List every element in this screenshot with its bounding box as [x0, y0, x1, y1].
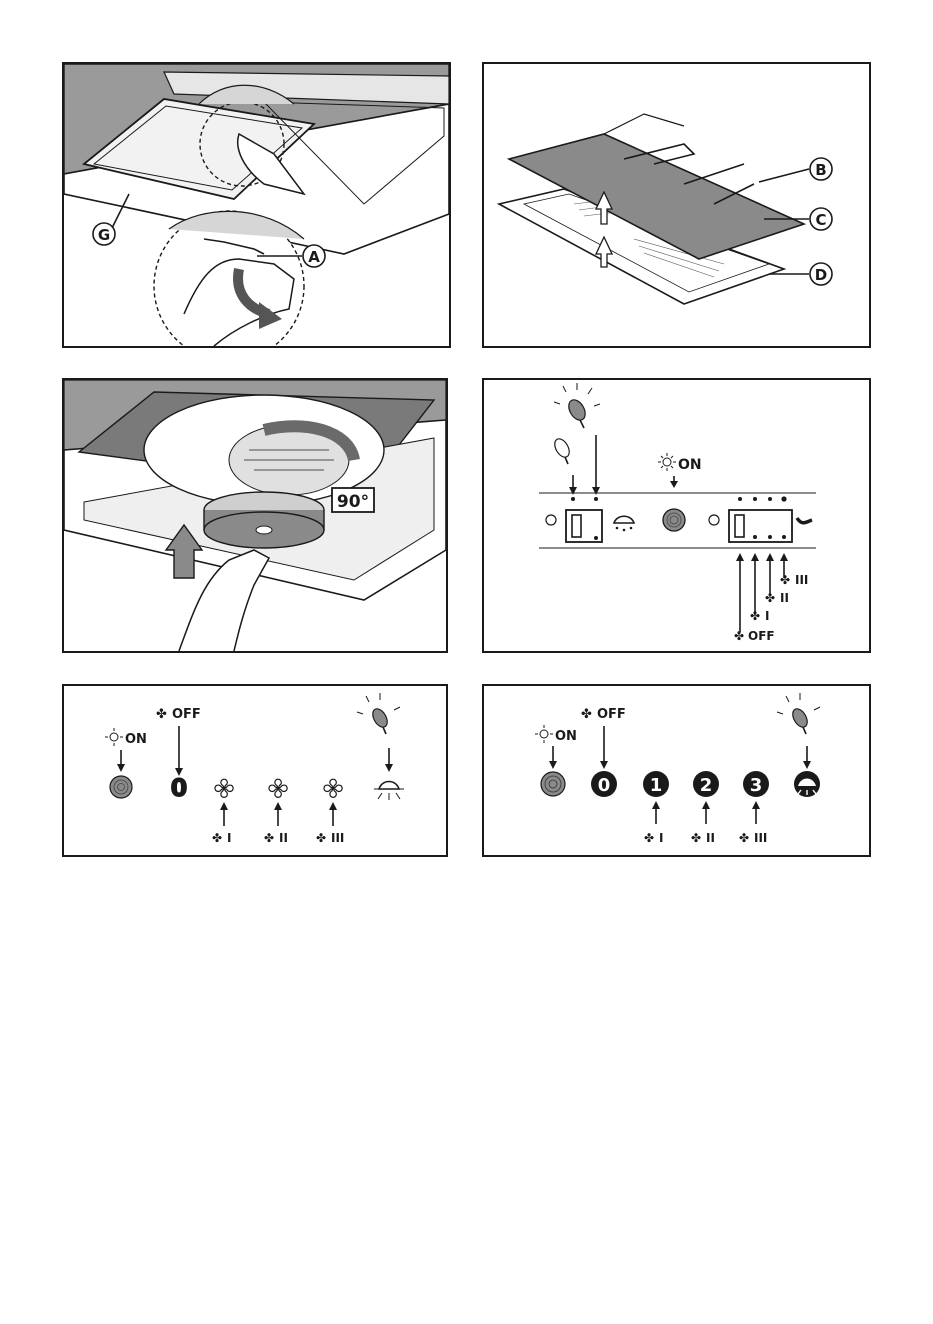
small-fan-icon: ✤ [739, 831, 749, 845]
bulb-off-icon [552, 436, 572, 464]
svg-text:G: G [98, 226, 110, 244]
fan-icon: ✤ [268, 775, 288, 803]
fan-speed-label-3: ✤ III [316, 831, 344, 845]
fan-speed-label-1: ✤ I [212, 831, 231, 845]
filter-removal-illustration: G A [64, 64, 449, 346]
svg-text:II: II [279, 831, 288, 845]
panel-slider-controls: ON [482, 378, 871, 653]
svg-text:0: 0 [598, 775, 611, 796]
small-fan-icon: ✤ [316, 831, 326, 845]
svg-text:III: III [331, 831, 344, 845]
fan-icon: ✤ [323, 775, 343, 803]
fan-speed-label-2: ✤ II [691, 831, 715, 845]
panel-carbon-filter-rotation: 90° [62, 378, 448, 653]
svg-text:OFF: OFF [172, 707, 201, 722]
small-fan-icon: ✤ [644, 831, 654, 845]
svg-text:D: D [815, 266, 827, 284]
carbon-filter-illustration: 90° [64, 380, 446, 651]
light-button[interactable] [663, 509, 685, 531]
fan-speed-1-button[interactable]: 1 [643, 771, 669, 797]
angle-badge: 90° [332, 488, 374, 512]
fan-speed-2-button[interactable]: 2 [693, 771, 719, 797]
panel-touch-controls-a: ✤ OFF ON [62, 684, 448, 857]
fan-speed-label-2: ✤ II [765, 591, 789, 605]
hood-light-button[interactable] [374, 782, 404, 801]
fan-speed-1-button[interactable]: ✤ [214, 775, 234, 803]
callout-g: G [93, 223, 115, 245]
fan-icon [797, 518, 812, 523]
small-fan-icon: ✤ [212, 831, 222, 845]
fan-speed-2-button[interactable]: ✤ [268, 775, 288, 803]
callout-d: D [810, 263, 832, 285]
fan-off-label: ✤ OFF [734, 629, 775, 643]
fan-off-button[interactable]: 0 [591, 771, 617, 797]
fan-icon: ✤ [214, 775, 234, 803]
panel-grease-filter-removal: G A [62, 62, 451, 348]
small-fan-icon: ✤ [264, 831, 274, 845]
fan-speed-label-2: ✤ II [264, 831, 288, 845]
small-fan-icon: ✤ [691, 831, 701, 845]
light-on-label-group: ON [535, 725, 577, 744]
hood-light-icon [614, 516, 634, 531]
panel-filter-layers: B C D [482, 62, 871, 348]
svg-text:C: C [815, 211, 826, 229]
bulb-icon [357, 693, 400, 734]
svg-text:ON: ON [125, 732, 147, 747]
touch-controls-a-illustration: ✤ OFF ON [64, 686, 446, 855]
fan-off-label: ✤ OFF [581, 707, 626, 722]
svg-text:90°: 90° [337, 492, 369, 512]
fan-off-label: ✤ OFF [156, 707, 201, 722]
slider-controls-illustration: ON [484, 380, 869, 651]
bulb-icon [554, 383, 600, 428]
svg-text:0: 0 [171, 774, 188, 802]
bulb-icon [777, 693, 820, 734]
callout-a: A [303, 245, 325, 267]
svg-text:III: III [795, 573, 808, 587]
touch-controls-b-illustration: ✤ OFF ON [484, 686, 869, 855]
svg-text:3: 3 [750, 775, 763, 796]
small-fan-icon: ✤ [581, 707, 592, 722]
svg-text:OFF: OFF [597, 707, 626, 722]
hood-light-button[interactable] [794, 771, 820, 797]
light-button[interactable] [541, 772, 565, 796]
small-fan-icon: ✤ [734, 629, 744, 643]
small-fan-icon: ✤ [765, 591, 775, 605]
fan-speed-label-1: ✤ I [644, 831, 663, 845]
callout-b: B [810, 158, 832, 180]
svg-text:A: A [308, 248, 320, 266]
light-button[interactable] [110, 776, 132, 798]
light-slider[interactable] [566, 510, 602, 542]
small-fan-icon: ✤ [780, 573, 790, 587]
fan-speed-3-button[interactable]: ✤ [323, 775, 343, 803]
small-fan-icon: ✤ [750, 609, 760, 623]
filter-layers-illustration: B C D [484, 64, 869, 346]
panel-touch-controls-b: ✤ OFF ON [482, 684, 871, 857]
light-on-label-group: ON [105, 728, 147, 747]
svg-text:I: I [659, 831, 663, 845]
fan-speed-slider[interactable] [729, 510, 792, 542]
svg-text:1: 1 [650, 775, 663, 796]
svg-text:I: I [227, 831, 231, 845]
svg-text:B: B [815, 161, 826, 179]
light-on-label-group: ON [658, 453, 702, 473]
svg-text:OFF: OFF [748, 629, 775, 643]
fan-speed-label-3: ✤ III [739, 831, 767, 845]
svg-text:II: II [706, 831, 715, 845]
hood-light-icon [379, 782, 399, 790]
fan-speed-label-3: ✤ III [780, 573, 808, 587]
svg-text:II: II [780, 591, 789, 605]
svg-text:I: I [765, 609, 769, 623]
fan-speed-3-button[interactable]: 3 [743, 771, 769, 797]
svg-text:ON: ON [555, 729, 577, 744]
fan-off-button[interactable]: 0 [171, 774, 188, 802]
fan-speed-label-1: ✤ I [750, 609, 769, 623]
small-fan-icon: ✤ [156, 707, 167, 722]
svg-text:ON: ON [678, 457, 702, 473]
svg-text:III: III [754, 831, 767, 845]
svg-text:2: 2 [700, 775, 713, 796]
callout-c: C [810, 208, 832, 230]
